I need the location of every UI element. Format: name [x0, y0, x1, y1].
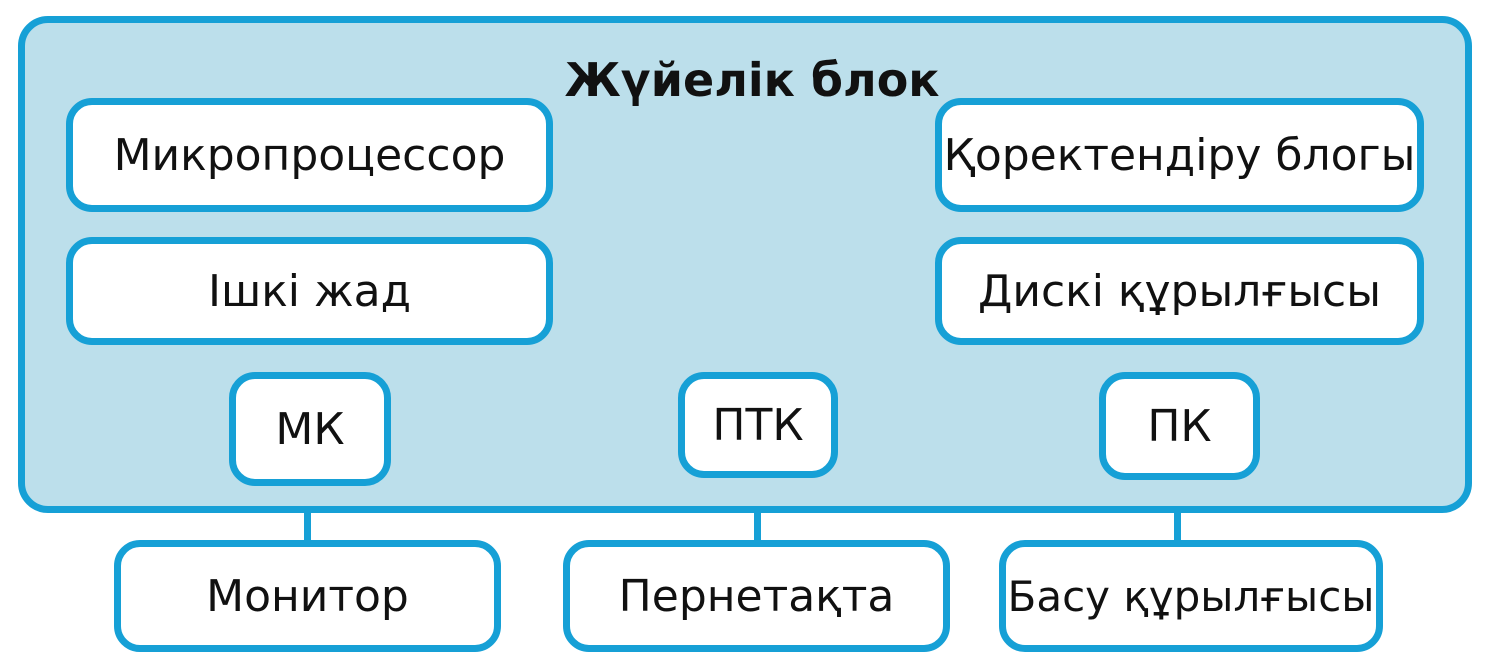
internal-memory-label: Ішкі жад [207, 265, 412, 317]
keyboard-port-box: ПТК [678, 372, 838, 478]
connector-monitor [304, 480, 311, 552]
keyboard-port-label: ПТК [712, 399, 804, 451]
microprocessor-label: Микропроцессор [113, 129, 506, 181]
monitor-box: Монитор [114, 540, 501, 652]
disk-drive-label: Дискі құрылғысы [977, 265, 1381, 317]
printer-port-label: ПК [1147, 400, 1212, 452]
microprocessor-box: Микропроцессор [66, 98, 553, 212]
keyboard-label: Пернетақта [618, 570, 895, 622]
internal-memory-box: Ішкі жад [66, 237, 553, 345]
monitor-port-label: МК [275, 403, 345, 455]
printer-port-box: ПК [1099, 372, 1260, 480]
printer-box: Басу құрылғысы [999, 540, 1383, 652]
power-supply-label: Қоректендіру блогы [943, 129, 1416, 181]
keyboard-box: Пернетақта [563, 540, 950, 652]
printer-label: Басу құрылғысы [1007, 571, 1375, 621]
power-supply-box: Қоректендіру блогы [935, 98, 1424, 212]
monitor-label: Монитор [206, 570, 409, 622]
monitor-port-box: МК [229, 372, 391, 486]
disk-drive-box: Дискі құрылғысы [935, 237, 1424, 345]
system-block-title: Жүйелік блок [564, 53, 940, 107]
